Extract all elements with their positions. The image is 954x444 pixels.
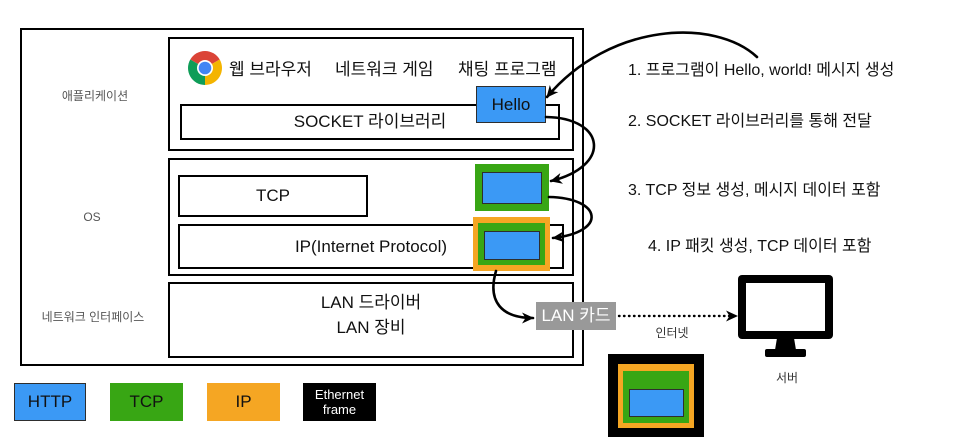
http-message-packet: Hello [476,86,546,123]
layer-label-network-interface: 네트워크 인터페이스 [41,310,145,324]
legend-ethernet-line-2: frame [322,402,357,417]
tcp-box: TCP [178,175,368,217]
legend-tcp: TCP [110,383,183,421]
ethernet-frame-tcp-segment [623,371,689,423]
ethernet-frame-http-message [629,389,684,417]
tcp-segment-packet [475,164,549,211]
ip-packet-tcp-segment [478,223,545,265]
lan-device-label: LAN 장비 [336,318,406,337]
monitor-icon [738,275,833,357]
ethernet-frame-packet [608,354,704,437]
program-web-browser: 웹 브라우저 [229,60,312,79]
server-label: 서버 [775,371,799,385]
chrome-icon [188,51,222,85]
ip-packet [473,217,550,271]
ip-packet-http-message [484,231,540,260]
tcp-segment-http-message [482,172,542,204]
step-1: 1. 프로그램이 Hello, world! 메시지 생성 [628,62,895,79]
legend-ethernet-line-1: Ethernet [314,387,365,402]
legend-ethernet-frame: Ethernet frame [303,383,376,421]
internet-label: 인터넷 [655,326,689,340]
legend-ip: IP [207,383,280,421]
lan-driver-label: LAN 드라이버 [320,293,422,312]
step-3: 3. TCP 정보 생성, 메시지 데이터 포함 [628,182,881,199]
layer-label-os: OS [83,210,101,224]
layer-label-application: 애플리케이션 [61,89,129,103]
step-4: 4. IP 패킷 생성, TCP 데이터 포함 [648,238,872,255]
step-2: 2. SOCKET 라이브러리를 통해 전달 [628,113,872,130]
program-network-game: 네트워크 게임 [335,60,434,79]
program-chat: 채팅 프로그램 [458,60,557,79]
ethernet-frame-ip-packet [618,364,694,428]
legend-http: HTTP [14,383,86,421]
lan-card: LAN 카드 [536,302,616,330]
